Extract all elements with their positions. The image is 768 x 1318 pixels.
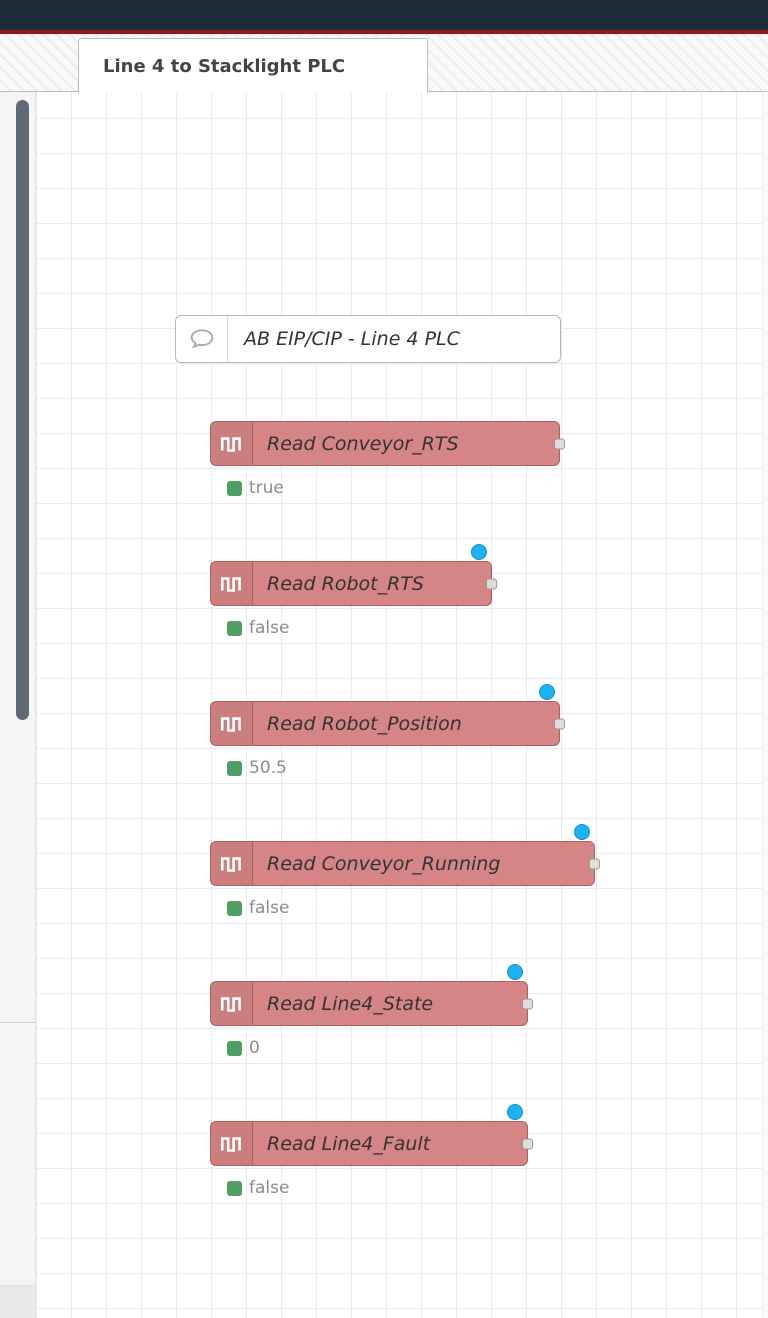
- output-port[interactable]: [522, 1138, 533, 1149]
- status-dot-icon: [227, 1180, 242, 1196]
- node-label: Read Conveyor_Running: [267, 852, 501, 875]
- flow-canvas[interactable]: AB EIP/CIP - Line 4 PLC Read Conveyor_RT…: [36, 92, 768, 1318]
- output-port[interactable]: [486, 578, 497, 589]
- square-wave-pulse-icon: [211, 702, 253, 745]
- node-read-conveyor-running[interactable]: Read Conveyor_Running: [210, 824, 600, 886]
- node-status: 50.5: [227, 758, 287, 778]
- status-text: false: [249, 1178, 290, 1198]
- changed-indicator: [507, 964, 523, 980]
- node-label: Read Line4_Fault: [267, 1132, 431, 1155]
- changed-indicator: [471, 544, 487, 560]
- changed-indicator: [539, 684, 555, 700]
- node-status: true: [227, 478, 284, 498]
- node-status: false: [227, 898, 289, 918]
- node-comment-ab-eip-cip[interactable]: AB EIP/CIP - Line 4 PLC: [175, 315, 561, 363]
- palette-footer: [0, 1285, 35, 1318]
- changed-indicator: [574, 824, 590, 840]
- node-read-line4-state[interactable]: Read Line4_State: [210, 964, 533, 1026]
- canvas-scrollbar[interactable]: [762, 92, 768, 1318]
- status-dot-icon: [227, 480, 242, 496]
- square-wave-pulse-icon: [211, 982, 253, 1025]
- status-text: true: [249, 478, 284, 498]
- node-read-robot-rts[interactable]: Read Robot_RTS: [210, 544, 497, 606]
- status-text: false: [249, 898, 290, 918]
- palette-scrollbar[interactable]: [16, 100, 29, 720]
- palette-section-divider: [0, 1022, 35, 1023]
- node-read-conveyor-rts[interactable]: Read Conveyor_RTS: [210, 421, 565, 466]
- tab-line4-to-stacklight-plc[interactable]: Line 4 to Stacklight PLC: [78, 38, 428, 93]
- node-status: false: [227, 1178, 289, 1198]
- square-wave-pulse-icon: [211, 562, 253, 605]
- node-label: AB EIP/CIP - Line 4 PLC: [244, 328, 460, 350]
- node-label: Read Robot_RTS: [267, 572, 424, 595]
- node-label: Read Robot_Position: [267, 712, 462, 735]
- node-label: Read Line4_State: [267, 992, 434, 1015]
- changed-indicator: [507, 1104, 523, 1120]
- tab-label: Line 4 to Stacklight PLC: [103, 55, 346, 77]
- square-wave-pulse-icon: [211, 842, 253, 885]
- output-port[interactable]: [554, 438, 565, 449]
- node-label: Read Conveyor_RTS: [267, 432, 459, 455]
- output-port[interactable]: [522, 998, 533, 1009]
- status-text: 0: [249, 1038, 260, 1058]
- node-read-robot-position[interactable]: Read Robot_Position: [210, 684, 565, 746]
- node-status: 0: [227, 1038, 260, 1058]
- palette-sidebar: [0, 92, 36, 1318]
- output-port[interactable]: [589, 858, 600, 869]
- speech-bubble-icon: [176, 316, 228, 362]
- status-text: 50.5: [249, 758, 287, 778]
- square-wave-pulse-icon: [211, 1122, 253, 1165]
- workspace-tab-bar: Line 4 to Stacklight PLC: [0, 34, 768, 93]
- output-port[interactable]: [554, 718, 565, 729]
- status-dot-icon: [227, 900, 242, 916]
- status-dot-icon: [227, 1040, 242, 1056]
- header-accent-line: [0, 30, 768, 34]
- status-text: false: [249, 618, 290, 638]
- square-wave-pulse-icon: [211, 422, 253, 465]
- node-read-line4-fault[interactable]: Read Line4_Fault: [210, 1104, 533, 1166]
- status-dot-icon: [227, 760, 242, 776]
- app-header: [0, 0, 768, 30]
- status-dot-icon: [227, 620, 242, 636]
- node-status: false: [227, 618, 289, 638]
